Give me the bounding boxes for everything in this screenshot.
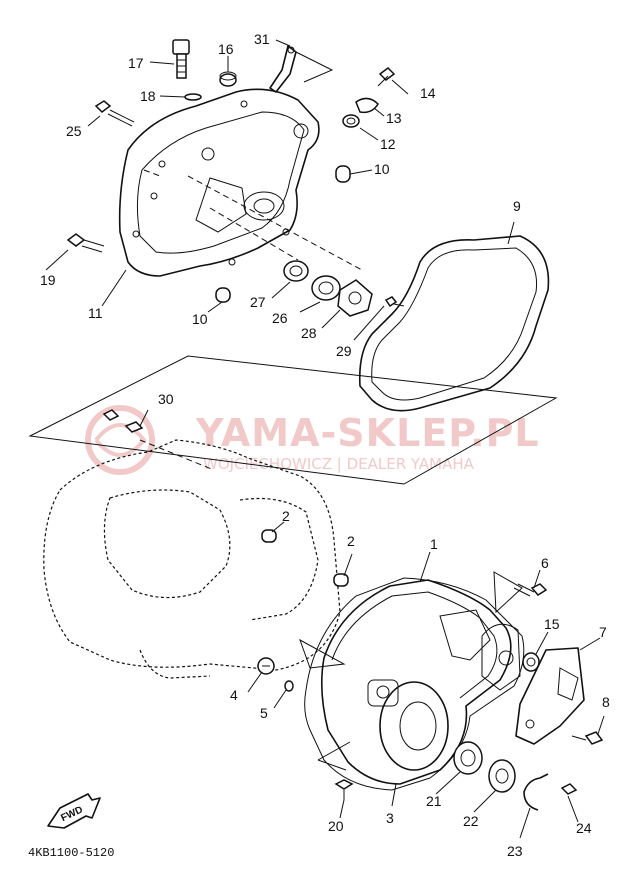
callout-8: 8 [602, 694, 610, 710]
watermark-dealer: WOJCIECHOWICZ | DEALER YAMAHA [203, 455, 475, 473]
callout-13: 13 [386, 110, 402, 126]
screw-8 [571, 731, 604, 745]
oil-seal-27 [283, 260, 309, 282]
o-ring-18 [184, 93, 202, 101]
callout-20: 20 [328, 818, 344, 834]
oil-seal-15 [522, 652, 540, 672]
watermark-brand: YAMA-SKLEP.PL [195, 411, 540, 455]
callout-17: 17 [128, 55, 144, 71]
callout-30: 30 [158, 391, 174, 407]
bearing-21 [453, 741, 483, 775]
callout-23: 23 [507, 843, 523, 859]
callout-31: 31 [254, 31, 270, 47]
callout-12: 12 [380, 136, 396, 152]
dowel-pin-10-upper [335, 165, 351, 183]
engine-outline [43, 439, 341, 679]
callout-26: 26 [272, 310, 288, 326]
fwd-label: FWD [59, 805, 84, 825]
callout-2a: 2 [282, 508, 290, 524]
leader-lines [45, 39, 605, 839]
callout-14: 14 [420, 85, 436, 101]
gasket-9 [358, 235, 550, 412]
dowel-pin-2-lower [333, 573, 349, 587]
callout-9: 9 [513, 198, 521, 214]
cap-13 [355, 97, 379, 114]
callout-2b: 2 [347, 533, 355, 549]
watermark-logo-icon [85, 405, 155, 475]
bushing-16 [219, 71, 237, 87]
crankcase-cover-1 [320, 579, 521, 785]
drawing-code: 4KB1100-5120 [28, 846, 114, 860]
screw-24 [560, 783, 578, 795]
retainer-23 [523, 773, 549, 811]
callout-7: 7 [599, 624, 607, 640]
callout-22: 22 [463, 813, 479, 829]
bearing-26 [311, 275, 341, 301]
callout-15: 15 [544, 616, 560, 632]
callout-21: 21 [426, 793, 442, 809]
oil-seal-12 [342, 114, 360, 128]
bolt-20 [334, 779, 354, 800]
callout-27: 27 [250, 294, 266, 310]
callout-4: 4 [230, 687, 238, 703]
bearing-retainer-28 [337, 279, 373, 317]
bolt-30 [102, 409, 144, 433]
bolt-25 [94, 100, 135, 127]
dowel-pin-10-lower [215, 287, 231, 303]
callout-16: 16 [218, 41, 234, 57]
callout-5: 5 [260, 705, 268, 721]
callout-24: 24 [576, 820, 592, 836]
o-ring-5 [284, 680, 294, 692]
callout-3: 3 [386, 810, 394, 826]
bolt-6 [513, 583, 548, 597]
gasket-1 [304, 577, 525, 791]
callout-25: 25 [66, 123, 82, 139]
bracket-31 [269, 45, 297, 93]
callout-10b: 10 [192, 311, 208, 327]
callout-19: 19 [40, 272, 56, 288]
bolt-14 [377, 67, 396, 87]
watermark: YAMA-SKLEP.PL WOJCIECHOWICZ | DEALER YAM… [85, 405, 540, 475]
dowel-pin-2-upper [261, 529, 277, 543]
cover-7 [515, 647, 585, 745]
callout-1: 1 [430, 536, 438, 552]
callouts: 1 2 2 3 4 5 6 7 8 9 10 10 11 12 13 14 15… [40, 31, 610, 859]
callout-6: 6 [541, 555, 549, 571]
plug-4 [257, 657, 275, 675]
callout-10a: 10 [374, 161, 390, 177]
fwd-arrow-icon: FWD [47, 793, 101, 829]
bolt-19 [66, 233, 105, 253]
callout-29: 29 [336, 343, 352, 359]
callout-18: 18 [140, 88, 156, 104]
oil-seal-22 [488, 759, 516, 793]
oil-filler-plug-17 [172, 39, 190, 79]
crankcase-cover-2 [118, 88, 320, 277]
callout-11: 11 [88, 305, 103, 321]
callout-28: 28 [301, 325, 317, 341]
